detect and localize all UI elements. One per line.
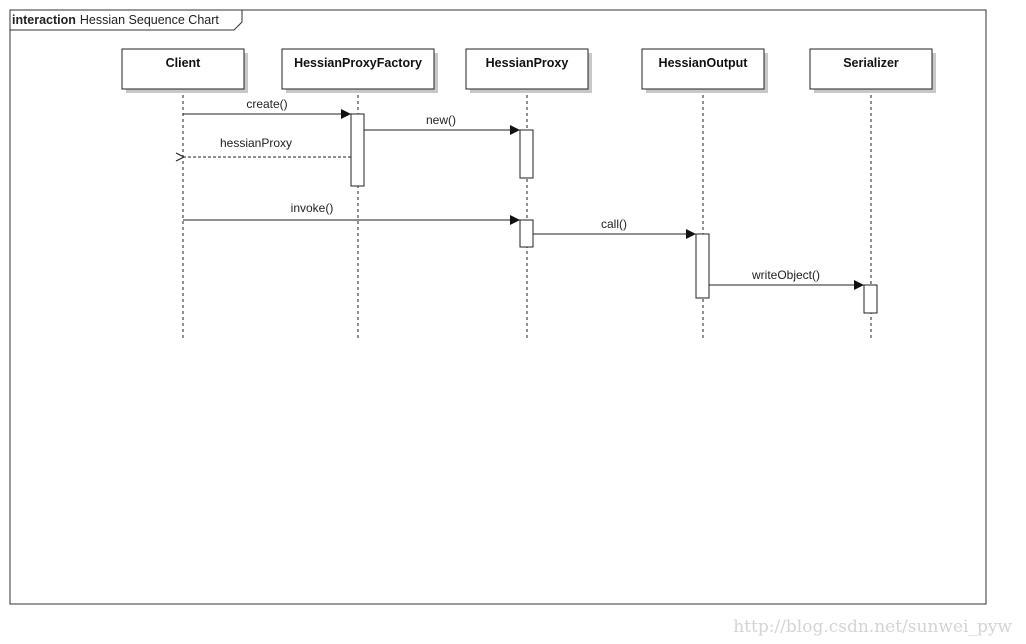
message-hessianproxy-return[interactable]: hessianProxy: [184, 136, 351, 157]
participant-client-label: Client: [166, 56, 202, 70]
participant-hessianproxyfactory[interactable]: HessianProxyFactory: [281, 48, 438, 93]
participant-serializer-label: Serializer: [843, 56, 899, 70]
participant-hessianproxy[interactable]: HessianProxy: [465, 48, 592, 93]
message-hessianproxy-label: hessianProxy: [220, 136, 292, 150]
message-new[interactable]: new(): [364, 113, 520, 135]
participant-hessianproxy-label: HessianProxy: [486, 56, 569, 70]
message-create[interactable]: create(): [183, 97, 351, 119]
activation-proxy-invoke: [519, 219, 534, 248]
activation-output-call: [695, 233, 710, 299]
activations: [350, 113, 878, 314]
message-create-label: create(): [246, 97, 287, 111]
frame-name: Hessian Sequence Chart: [80, 13, 219, 27]
message-call-label: call(): [601, 217, 627, 231]
message-new-label: new(): [426, 113, 456, 127]
activation-serializer-writeobject: [863, 284, 878, 314]
participant-serializer[interactable]: Serializer: [809, 48, 936, 93]
message-invoke[interactable]: invoke(): [183, 201, 520, 225]
frame-keyword: interaction: [12, 13, 76, 27]
message-writeobject[interactable]: writeObject(): [709, 268, 864, 290]
activation-proxy-new: [519, 129, 534, 179]
lifelines: [182, 89, 872, 338]
participant-client[interactable]: Client: [121, 48, 248, 93]
message-call[interactable]: call(): [533, 217, 696, 239]
message-invoke-label: invoke(): [291, 201, 334, 215]
participant-hessianoutput[interactable]: HessianOutput: [641, 48, 768, 93]
participant-hessianoutput-label: HessianOutput: [659, 56, 749, 70]
frame-title: interaction Hessian Sequence Chart: [12, 13, 219, 27]
activation-factory-create: [350, 113, 365, 187]
watermark-text: http://blog.csdn.net/sunwei_pyw: [733, 617, 1012, 637]
message-writeobject-label: writeObject(): [751, 268, 820, 282]
interaction-frame: interaction Hessian Sequence Chart: [9, 9, 987, 605]
participant-hessianproxyfactory-label: HessianProxyFactory: [294, 56, 422, 70]
